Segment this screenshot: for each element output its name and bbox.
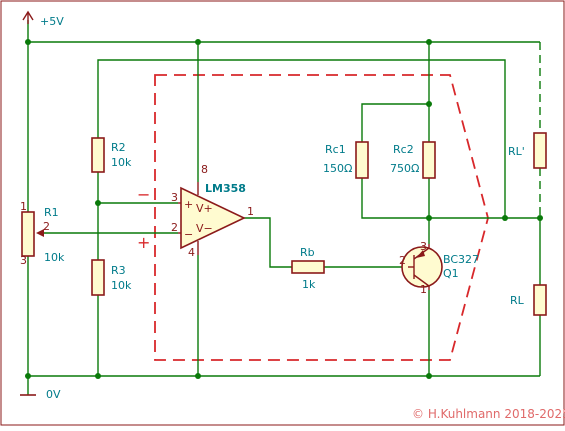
- copyright-notice: © H.Kuhlmann 2018-2025: [412, 407, 565, 421]
- r2-label: R2: [111, 141, 126, 154]
- opamp-pin4: 4: [188, 246, 195, 259]
- junction-dots: [25, 39, 543, 379]
- r1-pin3: 3: [20, 254, 27, 267]
- r1-label: R1: [44, 206, 59, 219]
- opamp-plus-input: +: [184, 198, 193, 211]
- q1-collector-lead: [413, 274, 430, 287]
- supply-label: +5V: [40, 15, 64, 28]
- plus-sign: +: [137, 233, 150, 252]
- r1-value: 10k: [44, 251, 65, 264]
- q1-pin1: 1: [420, 283, 427, 296]
- rc2-value: 750Ω: [390, 162, 419, 175]
- r2-value: 10k: [111, 156, 132, 169]
- ground-label: 0V: [46, 388, 61, 401]
- opamp-symbol: [180, 186, 246, 250]
- r1-pin1: 1: [20, 200, 27, 213]
- rl-resistor: [533, 284, 547, 316]
- rc2-resistor: [422, 141, 436, 179]
- rc1-top-wire: [361, 103, 429, 142]
- rc1-value: 150Ω: [323, 162, 352, 175]
- rb-label: Rb: [300, 246, 315, 259]
- opamp-label: LM358: [205, 182, 246, 195]
- rl-label: RL: [510, 294, 525, 307]
- supply-arrow-icon: [22, 10, 34, 21]
- transistor-label: BC327: [443, 253, 479, 266]
- dashed-module-boundary: [154, 74, 489, 361]
- rl-prime-label: RL': [508, 145, 525, 158]
- opamp-vplus-pin: V+: [196, 202, 213, 215]
- r1-pin2: 2: [43, 220, 50, 233]
- collector-node-wire: [361, 178, 540, 219]
- opamp-pin3: 3: [171, 191, 178, 204]
- opamp-pin1: 1: [247, 205, 254, 218]
- r1-potentiometer: [21, 211, 35, 257]
- q1-transistor: [401, 246, 443, 288]
- rc1-resistor: [355, 141, 369, 179]
- r3-value: 10k: [111, 279, 132, 292]
- r3-resistor: [91, 259, 105, 296]
- rc2-label: Rc2: [393, 143, 414, 156]
- minus-sign: −: [137, 185, 150, 204]
- opamp-out-wire: [244, 217, 292, 268]
- q1-emitter-arrow-icon: [416, 250, 425, 258]
- q1-pin2: 2: [399, 254, 406, 267]
- r3-label: R3: [111, 264, 126, 277]
- opamp-pin8: 8: [201, 163, 208, 176]
- opamp-minus-input: −: [184, 228, 193, 241]
- r2-resistor: [91, 137, 105, 173]
- rb-resistor: [291, 260, 325, 274]
- rc1-label: Rc1: [325, 143, 346, 156]
- q1-label: Q1: [443, 267, 459, 280]
- opamp-vminus-pin: V−: [196, 222, 213, 235]
- opamp-pin2: 2: [171, 221, 178, 234]
- divider-top-wire: [97, 59, 506, 218]
- wiper-arrow-icon: [36, 229, 44, 237]
- q1-pin3: 3: [420, 240, 427, 253]
- rl-prime-resistor: [533, 132, 547, 169]
- rb-value: 1k: [302, 278, 316, 291]
